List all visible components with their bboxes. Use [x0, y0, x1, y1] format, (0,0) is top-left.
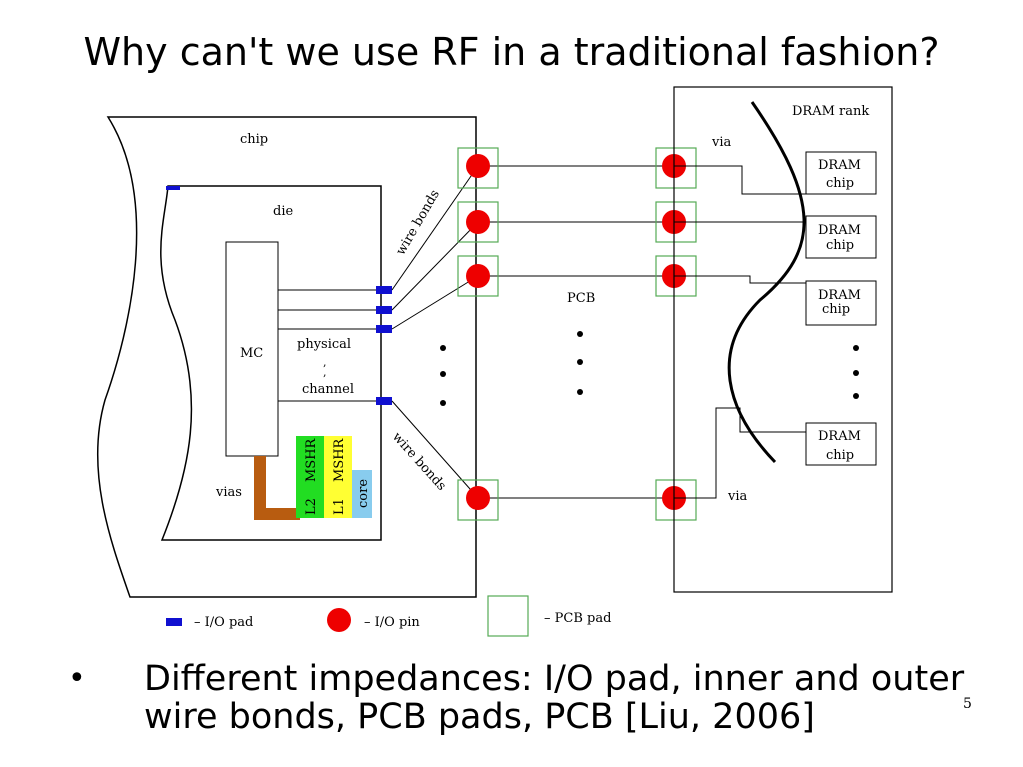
dram-curve — [727, 101, 806, 464]
mshr-l2-label: MSHR — [304, 437, 319, 482]
page-number: 5 — [963, 696, 972, 712]
l2-label: L2 — [304, 498, 319, 515]
diagram-line — [391, 165, 479, 291]
io-pin — [466, 264, 490, 288]
via-top-label: via — [711, 135, 732, 150]
dram-rank-outline — [673, 86, 893, 593]
ellipsis-dot — [577, 331, 583, 337]
vias-block — [254, 456, 300, 520]
dram-chip-line1: DRAM — [818, 158, 861, 173]
legend-io-pad-label: – I/O pad — [194, 615, 253, 630]
dram-chip-line2: chip — [822, 302, 850, 317]
l1-label: L1 — [332, 498, 347, 515]
legend-io-pad-swatch — [166, 618, 182, 626]
die-label: die — [273, 204, 293, 219]
die-tab — [166, 186, 180, 190]
dram-chip-line2: chip — [826, 448, 854, 463]
bullet-dot: • — [68, 661, 86, 696]
chip-outline — [96, 116, 477, 598]
mc-block — [225, 241, 279, 457]
ellipsis-dot — [440, 400, 446, 406]
wire-bonds-top-label: wire bonds — [393, 187, 442, 258]
pcb-pad — [457, 255, 499, 297]
ellipsis-dot — [577, 359, 583, 365]
legend-pcb-pad-label: – PCB pad — [544, 611, 611, 626]
ellipsis-dot — [440, 371, 446, 377]
dram-chip-line1: DRAM — [818, 223, 861, 238]
diagram-line — [674, 407, 806, 499]
physical-label: physical — [297, 337, 351, 352]
l1-block — [324, 436, 352, 518]
diagram-line — [391, 400, 479, 499]
dram-chip-box — [805, 422, 877, 466]
channel-label: channel — [302, 382, 354, 397]
legend-io-pin-swatch — [327, 608, 351, 632]
dram-chip-box — [805, 151, 877, 195]
vias-label: vias — [215, 485, 242, 500]
dram-chip-line2: chip — [826, 238, 854, 253]
legend-io-pin-label: – I/O pin — [364, 615, 420, 630]
via-bottom-label: via — [727, 489, 748, 504]
diagram-line — [391, 275, 479, 330]
mc-label: MC — [240, 346, 263, 361]
chip-label: chip — [240, 132, 268, 147]
mshr-l1-label: MSHR — [332, 437, 347, 482]
dram-chip-line1: DRAM — [818, 429, 861, 444]
dram-chip-line1: DRAM — [818, 288, 861, 303]
bullet-text: Different impedances: I/O pad, inner and… — [144, 659, 965, 737]
diagram-line — [391, 221, 479, 311]
dram-chip-line2: chip — [826, 176, 854, 191]
slide-title: Why can't we use RF in a traditional fas… — [83, 30, 940, 74]
pcb-label: PCB — [567, 291, 595, 306]
pcb-pad — [457, 147, 499, 189]
pcb-pad — [655, 479, 697, 521]
ellipsis-dot — [577, 389, 583, 395]
io-pad — [376, 306, 392, 314]
diagram-line — [674, 275, 806, 284]
l2-block — [296, 436, 324, 518]
ellipsis-dot — [853, 393, 859, 399]
wire-bonds-bottom-label: wire bonds — [389, 430, 449, 494]
io-pin — [466, 210, 490, 234]
io-pad — [376, 286, 392, 294]
legend-pcb-pad-swatch — [487, 595, 529, 637]
core-block — [352, 470, 372, 518]
die-outline — [160, 185, 382, 541]
die-curve — [168, 186, 203, 350]
ellipsis-dot — [853, 370, 859, 376]
dram-chip-box — [805, 215, 877, 259]
io-pad — [376, 397, 392, 405]
pcb-pad — [457, 201, 499, 243]
core-label: core — [356, 479, 371, 508]
io-pin — [466, 486, 490, 510]
pcb-pad — [457, 479, 499, 521]
io-pad — [376, 325, 392, 333]
pcb-pad — [655, 147, 697, 189]
channel-comma: , — [323, 356, 327, 369]
dram-chip-box — [805, 280, 877, 326]
diagram-line — [674, 165, 806, 195]
channel-comma: , — [323, 366, 327, 379]
ellipsis-dot — [440, 345, 446, 351]
dram-rank-label: DRAM rank — [792, 104, 869, 119]
ellipsis-dot — [853, 345, 859, 351]
io-pin — [466, 154, 490, 178]
